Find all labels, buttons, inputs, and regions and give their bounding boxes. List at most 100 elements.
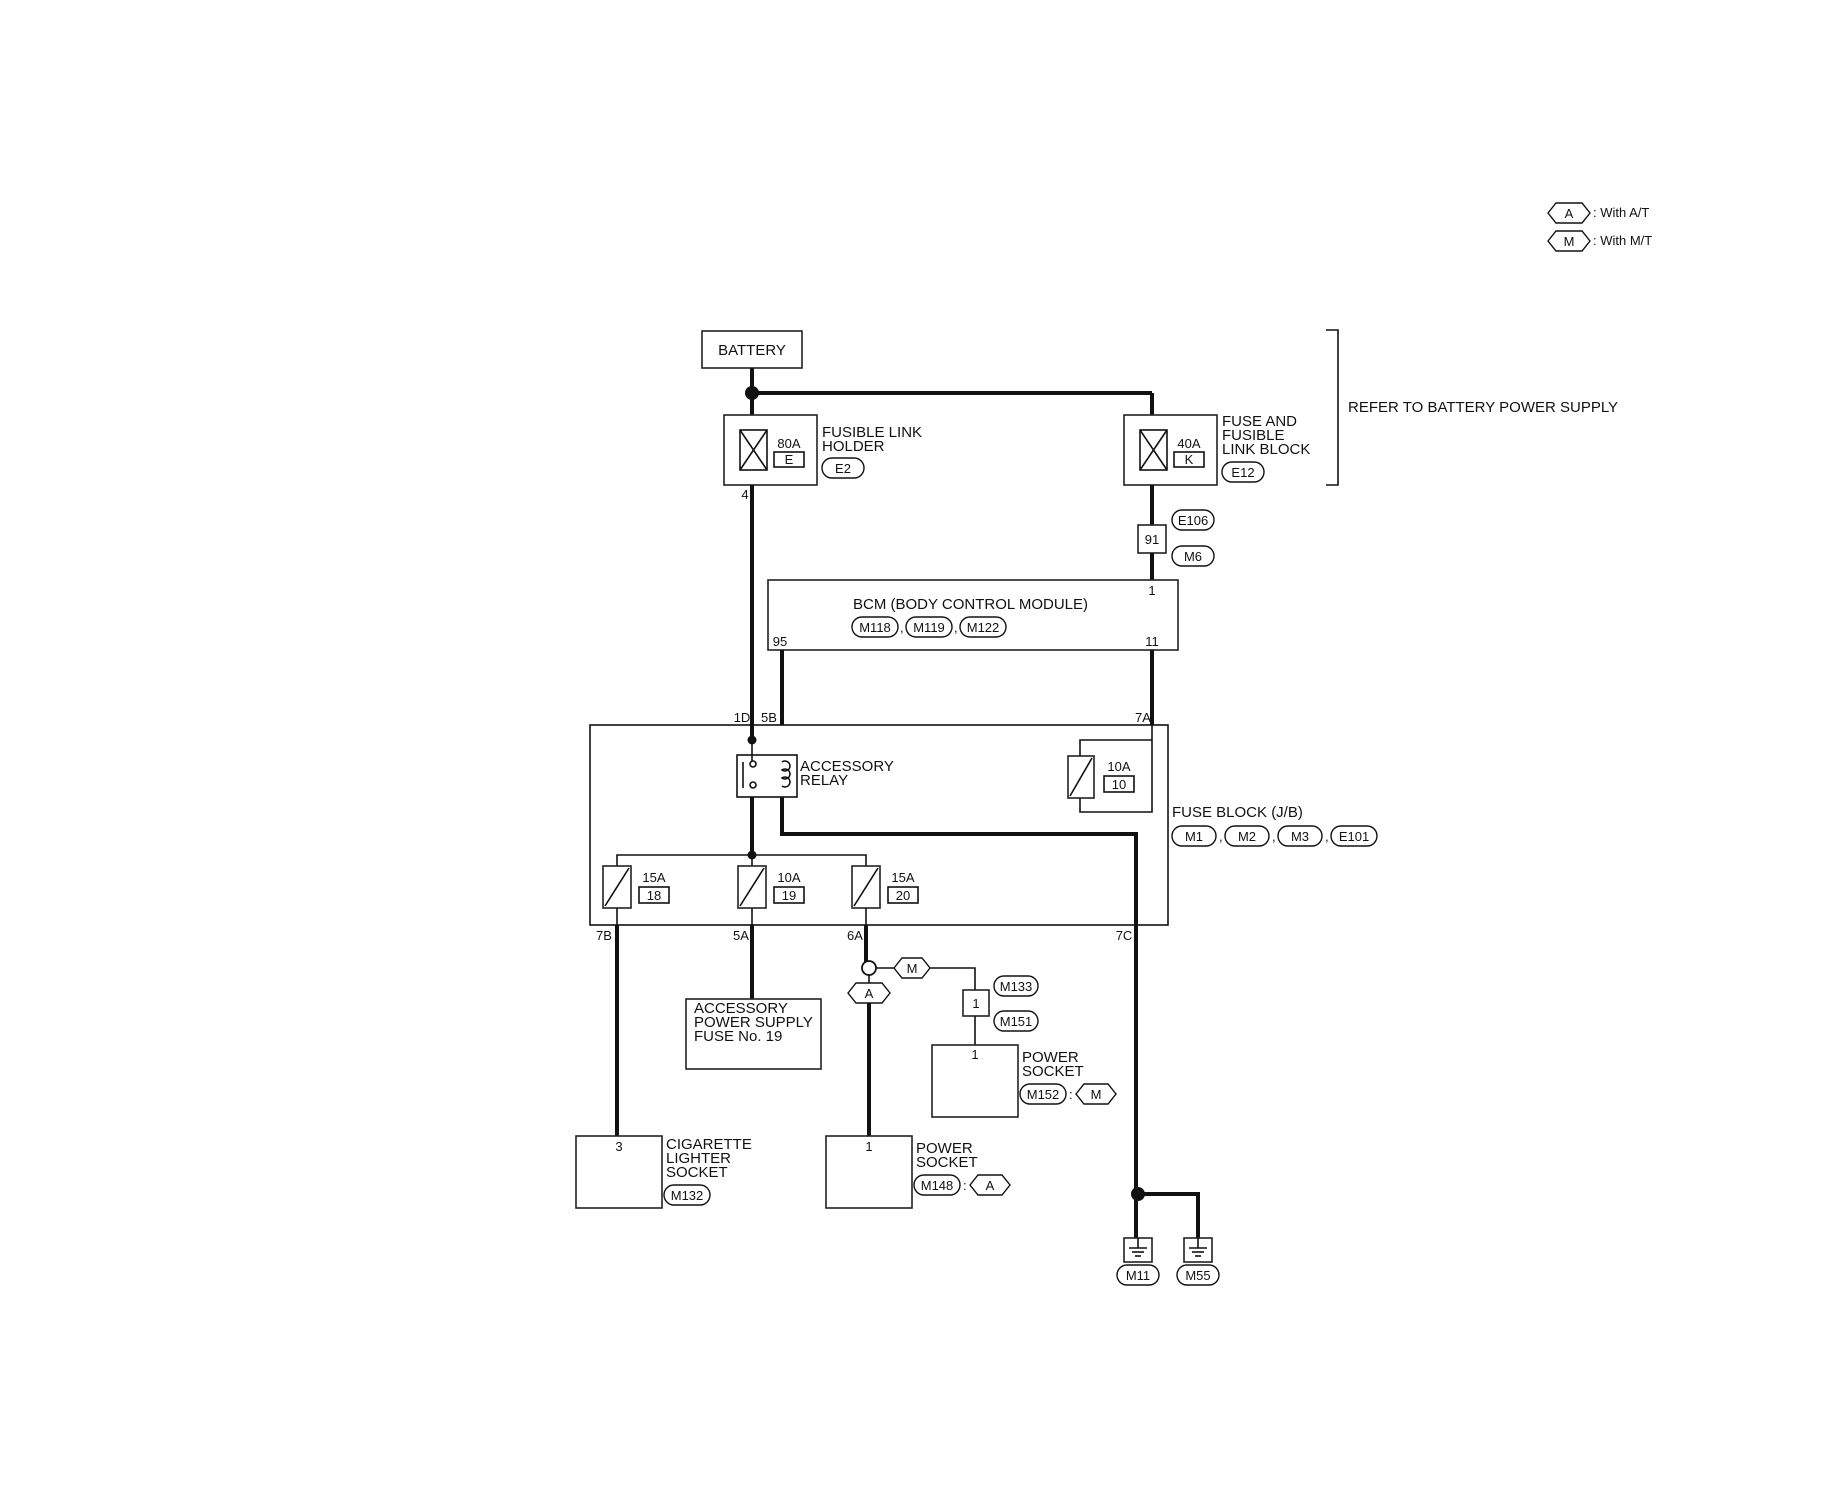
fusible-link-letter: E [785, 452, 794, 467]
fb-sep-1: , [1219, 829, 1223, 844]
legend-hex-a [1547, 202, 1591, 224]
accessory-relay-label-1: ACCESSORY [800, 758, 894, 775]
cigarette-lighter-socket: 3 CIGARETTE LIGHTER SOCKET M132 [575, 1135, 752, 1209]
connector-e2: E2 [835, 461, 851, 476]
fuse-link-block-box [1123, 414, 1218, 486]
connector-m151: M151 [1000, 1014, 1033, 1029]
connector-e106-oval [1171, 509, 1215, 531]
connector-m1-oval [1171, 825, 1217, 847]
branch-a-hex [847, 982, 891, 1004]
power-socket-a: 1 POWER SOCKET M148 : A [825, 1135, 1011, 1209]
fusible-link-holder-box [723, 414, 818, 486]
bcm-title: BCM (BODY CONTROL MODULE) [853, 596, 1088, 613]
refer-note: REFER TO BATTERY POWER SUPPLY [1348, 399, 1618, 416]
connector-m152-oval [1019, 1083, 1067, 1105]
power-socket-m-code: M [1091, 1087, 1102, 1102]
fuse-fusible-link-block: 40A K FUSE AND FUSIBLE LINK BLOCK E12 [1123, 413, 1310, 486]
connector-m148-oval [913, 1174, 961, 1196]
acc-supply-label-3: FUSE No. 19 [694, 1028, 782, 1045]
relay-coil [780, 760, 791, 788]
acc-supply-label-2: POWER SUPPLY [694, 1014, 813, 1031]
cigarette-lighter-terminal: 3 [615, 1139, 622, 1154]
terminal-7a: 7A [1135, 710, 1151, 725]
connector-m6-oval [1171, 545, 1215, 567]
fuse10-rating: 10A [1107, 759, 1130, 774]
connector-m151-oval [993, 1010, 1039, 1032]
fuse19-no-box [773, 886, 805, 904]
connector-m122: M122 [967, 620, 1000, 635]
connector-m1: M1 [1185, 829, 1203, 844]
fuse-link-letter-box [1173, 451, 1205, 468]
fuse20-rating: 15A [891, 870, 914, 885]
connector-m133-m151-box [962, 989, 990, 1017]
legend: A : With A/T M : With M/T [1547, 202, 1652, 252]
wire-ground-branch [1138, 1192, 1200, 1238]
power-socket-m-terminal: 1 [971, 1047, 978, 1062]
connector-m3: M3 [1291, 829, 1309, 844]
accessory-power-supply: ACCESSORY POWER SUPPLY FUSE No. 19 [685, 998, 822, 1070]
power-socket-a-label-1: POWER [916, 1140, 973, 1157]
connector-m55: M55 [1185, 1268, 1210, 1283]
fuse-link-rating: 40A [1177, 436, 1200, 451]
cigarette-lighter-label-1: CIGARETTE [666, 1136, 752, 1153]
battery-label: BATTERY [718, 342, 786, 359]
fuse-link-label-2: FUSIBLE [1222, 427, 1285, 444]
battery: BATTERY [701, 330, 803, 369]
cigarette-lighter-box [575, 1135, 663, 1209]
joint-connector: 91 E106 M6 [1137, 509, 1215, 567]
fusible-link-rating: 80A [777, 436, 800, 451]
fb-sep-2: , [1272, 829, 1276, 844]
connector-e12: E12 [1231, 465, 1254, 480]
acc-supply-label-1: ACCESSORY [694, 1000, 788, 1017]
connector-m133-oval [993, 975, 1039, 997]
fusible-link-symbol [739, 429, 768, 471]
connector-m2-oval [1224, 825, 1270, 847]
connector-m132: M132 [671, 1188, 704, 1203]
fuse-block: 1D 5B 7A ACCESSORY RELAY 10A 10 FUSE BLO… [589, 710, 1378, 943]
bracket-line [1326, 329, 1339, 486]
accessory-relay-label-2: RELAY [800, 772, 848, 789]
legend-code-a: A [1565, 206, 1574, 221]
terminal-5b: 5B [761, 710, 777, 725]
branch-m-terminal: 1 [972, 996, 979, 1011]
power-socket-m: 1 POWER SOCKET M152 : M [931, 1044, 1117, 1118]
fuse20-no-box [887, 886, 919, 904]
cigarette-lighter-label-3: SOCKET [666, 1164, 728, 1181]
connector-m148: M148 [921, 1178, 954, 1193]
fb-sep-3: , [1325, 829, 1329, 844]
connector-m2: M2 [1238, 829, 1256, 844]
legend-text-a: : With A/T [1593, 205, 1649, 220]
power-socket-a-box [825, 1135, 913, 1209]
fuse18-no: 18 [647, 888, 661, 903]
legend-hex-m [1547, 230, 1591, 252]
terminal-7c: 7C [1116, 928, 1133, 943]
power-socket-a-hex [969, 1174, 1011, 1196]
connector-m133: M133 [1000, 979, 1033, 994]
bcm-terminal-11: 11 [1145, 634, 1159, 649]
connector-m119: M119 [913, 620, 945, 635]
branch-m-code: M [907, 961, 918, 976]
ground-m55: M55 [1176, 1237, 1220, 1286]
power-socket-a-label-2: SOCKET [916, 1154, 978, 1171]
bcm-terminal-1: 1 [1148, 583, 1155, 598]
connector-m122-oval [959, 616, 1007, 638]
fuse10-no: 10 [1112, 777, 1126, 792]
battery-box [701, 330, 803, 369]
fusible-link-holder: 80A E FUSIBLE LINK HOLDER E2 4 [723, 414, 922, 502]
connector-e2-oval [821, 457, 865, 479]
fuse-link-letter: K [1185, 452, 1194, 467]
distribution-bus [616, 854, 867, 875]
connector-m152: M152 [1027, 1087, 1060, 1102]
connector-e101: E101 [1339, 829, 1369, 844]
fuse-link-label-1: FUSE AND [1222, 413, 1297, 430]
connector-m55-oval [1176, 1264, 1220, 1286]
connector-m118-oval [851, 616, 899, 638]
refer-bracket: REFER TO BATTERY POWER SUPPLY [1326, 329, 1618, 486]
terminal-1d: 1D [734, 710, 751, 725]
fuse18-no-box [638, 886, 670, 904]
power-socket-a-terminal: 1 [865, 1139, 872, 1154]
bcm-sep-2: , [954, 620, 958, 635]
joint-terminal: 91 [1145, 532, 1159, 547]
power-socket-a-code: A [986, 1178, 995, 1193]
fusible-link-letter-box [773, 451, 805, 468]
